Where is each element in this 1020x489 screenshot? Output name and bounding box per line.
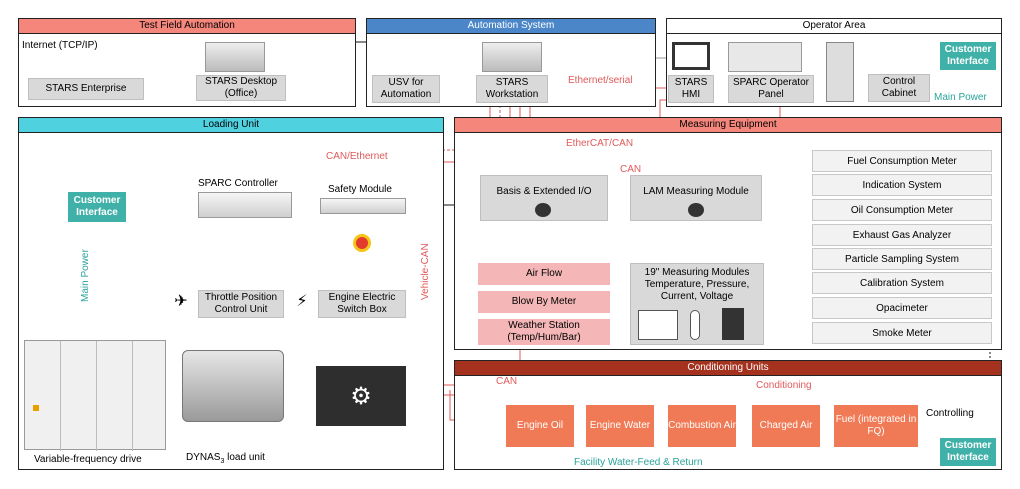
- lam-module-box[interactable]: LAM Measuring Module: [630, 175, 762, 221]
- conditioning-customer-interface[interactable]: Customer Interface: [940, 438, 996, 466]
- module-display-icon: [638, 310, 678, 340]
- loading-unit-header: Loading Unit: [19, 118, 443, 133]
- hmi-monitor-icon: [672, 42, 710, 70]
- exhaust-gas-analyzer-box[interactable]: Exhaust Gas Analyzer: [812, 224, 992, 246]
- sparc-controller-label: SPARC Controller: [198, 178, 278, 189]
- operator-panel-icon: [728, 42, 802, 72]
- smoke-meter-box[interactable]: Smoke Meter: [812, 322, 992, 344]
- loading-main-power-label: Main Power: [80, 249, 91, 302]
- server-rack-icon: [205, 42, 265, 72]
- multimeter-icon: [722, 308, 744, 340]
- lam-gauge-icon: [688, 203, 704, 217]
- sparc-operator-panel-box[interactable]: SPARC Operator Panel: [728, 75, 814, 103]
- usv-box[interactable]: USV for Automation: [372, 75, 440, 103]
- dynas-label: DYNAS3 load unit: [186, 452, 265, 465]
- engine-switch-box[interactable]: Engine Electric Switch Box: [318, 290, 406, 318]
- throttle-pedal-icon: ✈: [174, 293, 188, 310]
- loading-customer-interface[interactable]: Customer Interface: [68, 192, 126, 222]
- opacimeter-box[interactable]: Opacimeter: [812, 297, 992, 319]
- emergency-stop-icon[interactable]: [353, 234, 371, 252]
- conditioning-can-label: CAN: [496, 376, 518, 387]
- stars-hmi-box[interactable]: STARS HMI: [668, 75, 714, 103]
- gauge-icon: [535, 203, 551, 217]
- weather-station-box[interactable]: Weather Station (Temp/Hum/Bar): [478, 319, 610, 345]
- throttle-control-box[interactable]: Throttle Position Control Unit: [198, 290, 284, 318]
- can-ethernet-label: CAN/Ethernet: [326, 151, 388, 162]
- sparc-controller-unit[interactable]: [198, 192, 292, 218]
- workstation-rack-icon: [482, 42, 542, 72]
- particle-sampling-box[interactable]: Particle Sampling System: [812, 248, 992, 270]
- measuring-modules-label: 19" Measuring Modules Temperature, Press…: [644, 267, 750, 302]
- blow-by-box[interactable]: Blow By Meter: [478, 291, 610, 313]
- operator-main-power-label: Main Power: [934, 92, 987, 103]
- vehicle-can-label: Vehicle-CAN: [420, 243, 431, 300]
- ethernet-serial-label: Ethernet/serial: [568, 75, 633, 86]
- combustion-air-box[interactable]: Combustion Air: [668, 405, 736, 447]
- safety-module-unit[interactable]: [320, 198, 406, 214]
- operator-customer-interface[interactable]: Customer Interface: [940, 42, 996, 70]
- charged-air-box[interactable]: Charged Air: [752, 405, 820, 447]
- conditioning-units-header: Conditioning Units: [455, 361, 1001, 376]
- indication-system-box[interactable]: Indication System: [812, 174, 992, 196]
- measuring-can-label: CAN: [620, 164, 642, 175]
- controlling-label: Controlling: [926, 408, 974, 419]
- facility-water-label: Facility Water-Feed & Return: [574, 457, 703, 468]
- fuel-box[interactable]: Fuel (integrated in FQ): [834, 405, 918, 447]
- fuel-consumption-meter-box[interactable]: Fuel Consumption Meter: [812, 150, 992, 172]
- control-cabinet-box[interactable]: Control Cabinet: [868, 74, 930, 102]
- dynas-load-unit-icon: [182, 350, 284, 422]
- control-cabinet-icon: [826, 42, 854, 102]
- measuring-equipment-header: Measuring Equipment: [455, 118, 1001, 133]
- stars-workstation-box[interactable]: STARS Workstation: [476, 75, 548, 103]
- calibration-system-box[interactable]: Calibration System: [812, 272, 992, 294]
- basis-io-label: Basis & Extended I/O: [496, 186, 592, 197]
- operator-area-header: Operator Area: [667, 19, 1001, 34]
- vfd-label: Variable-frequency drive: [34, 454, 142, 465]
- air-flow-box[interactable]: Air Flow: [478, 263, 610, 285]
- lam-label: LAM Measuring Module: [643, 186, 749, 197]
- lightning-icon: ⚡: [296, 293, 308, 310]
- oil-consumption-meter-box[interactable]: Oil Consumption Meter: [812, 199, 992, 221]
- internet-label: Internet (TCP/IP): [22, 40, 98, 51]
- vfd-cabinet-icon: [24, 340, 166, 451]
- engine-water-box[interactable]: Engine Water: [586, 405, 654, 447]
- stars-enterprise-box[interactable]: STARS Enterprise: [28, 78, 144, 100]
- engine-icon[interactable]: ⚙: [316, 366, 406, 426]
- conditioning-label: Conditioning: [756, 380, 812, 391]
- test-field-header: Test Field Automation: [19, 19, 355, 34]
- engine-oil-box[interactable]: Engine Oil: [506, 405, 574, 447]
- thermometer-icon: [690, 310, 700, 340]
- automation-system-header: Automation System: [367, 19, 655, 34]
- safety-module-label: Safety Module: [328, 184, 392, 195]
- ethercat-can-label: EtherCAT/CAN: [566, 138, 634, 149]
- stars-desktop-box[interactable]: STARS Desktop (Office): [196, 75, 286, 101]
